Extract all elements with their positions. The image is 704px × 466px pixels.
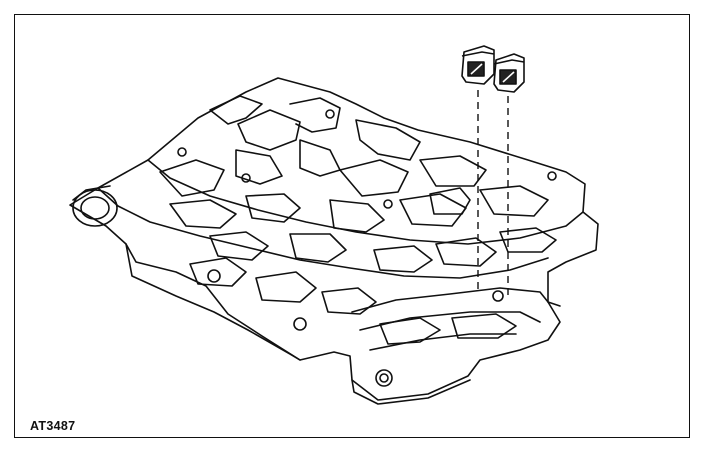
bore-inner [80,196,110,220]
figure-code-label: AT3487 [30,419,76,433]
part-cap-left [461,45,495,85]
bore-outer [72,189,118,227]
part-cap-right [493,53,525,93]
figure-frame [14,14,690,438]
